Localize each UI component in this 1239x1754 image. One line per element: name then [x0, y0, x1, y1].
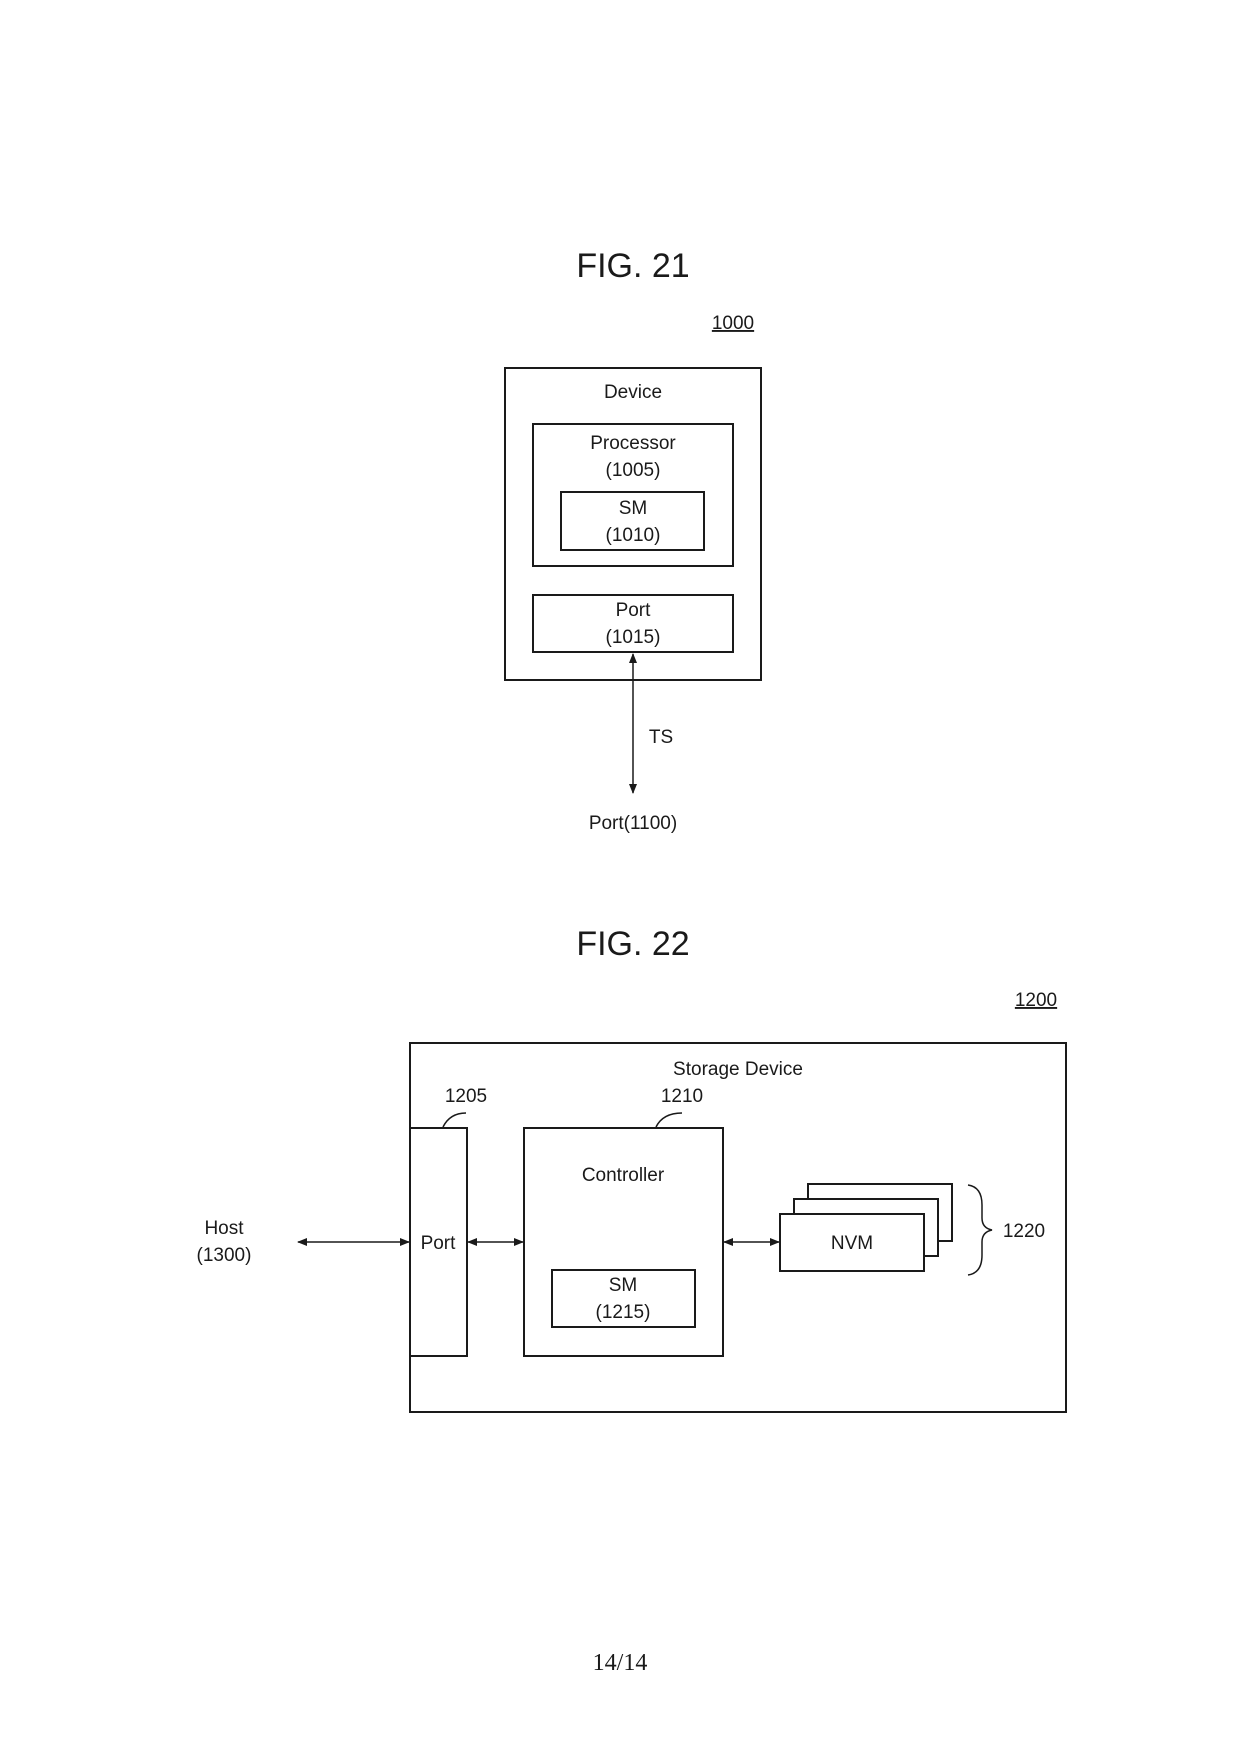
fig22-title: FIG. 22: [576, 925, 689, 963]
figure-22: FIG. 22 1200 Storage Device Host (1300) …: [197, 925, 1067, 1413]
controller-sm-box: [551, 1269, 696, 1328]
processor-ref: (1005): [606, 460, 661, 481]
processor-label: Processor: [590, 433, 676, 454]
storage-device-label: Storage Device: [673, 1059, 803, 1080]
fig22-ref-number: 1200: [1015, 990, 1057, 1011]
ts-label: TS: [649, 727, 673, 748]
controller-label: Controller: [582, 1165, 665, 1186]
port-label: Port: [616, 600, 652, 621]
port-ref-number: 1205: [445, 1086, 487, 1107]
storage-device-box: [409, 1042, 1067, 1413]
port-box: [532, 594, 734, 653]
sm-box: [560, 491, 705, 551]
controller-sm-ref: (1215): [596, 1302, 651, 1323]
host-label: Host: [204, 1218, 244, 1239]
fig21-ref-number: 1000: [712, 313, 754, 334]
controller-sm-label: SM: [609, 1275, 638, 1296]
nvm-ref-number: 1220: [1003, 1221, 1045, 1242]
nvm-brace: [967, 1184, 993, 1276]
nvm-box: [779, 1213, 925, 1272]
sm-ref: (1010): [606, 525, 661, 546]
figure-21: FIG. 21 1000 Device Processor (1005) SM …: [504, 247, 762, 834]
port-leader-line: [442, 1112, 467, 1128]
fig21-title: FIG. 21: [576, 247, 689, 285]
sm-label: SM: [619, 498, 648, 519]
page-number: 14/14: [593, 1650, 648, 1676]
external-port-label: Port(1100): [589, 813, 677, 834]
device-label: Device: [604, 382, 662, 403]
controller-leader-line: [655, 1112, 683, 1128]
host-ref: (1300): [197, 1245, 252, 1266]
port-column-label: Port: [421, 1233, 457, 1254]
controller-ref-number: 1210: [661, 1086, 703, 1107]
port-ref: (1015): [606, 627, 661, 648]
nvm-label: NVM: [831, 1233, 873, 1254]
